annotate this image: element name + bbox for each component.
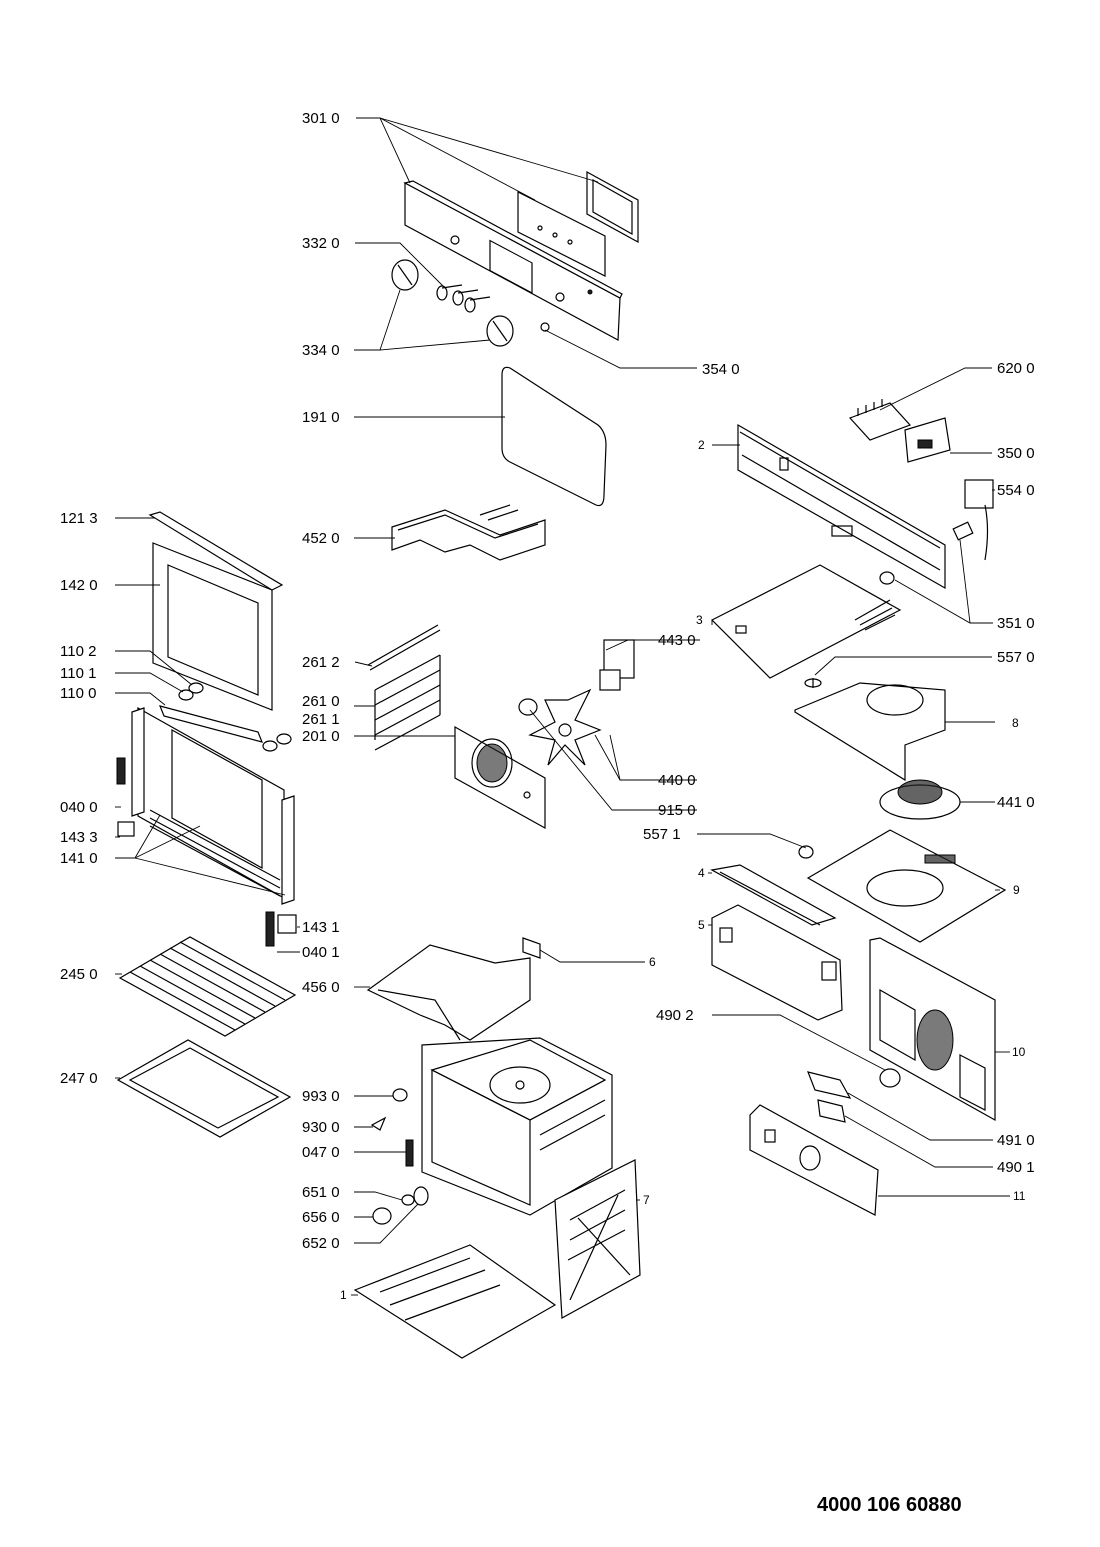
document-number: 4000 106 60880 <box>817 1494 962 1516</box>
part-label-11: 11 <box>1013 1189 1026 1203</box>
part-label-4400: 440 0 <box>658 772 696 789</box>
control-bracket-drawing <box>737 423 946 590</box>
fan-motor-drawing <box>518 639 635 766</box>
switch-drawing <box>964 479 994 561</box>
part-label-5570: 557 0 <box>997 649 1035 666</box>
knob-shafts-drawing <box>436 284 491 313</box>
lower-bracket-drawing <box>749 1104 879 1216</box>
part-label-3500: 350 0 <box>997 445 1035 462</box>
top-cover-drawing <box>710 564 902 679</box>
part-label-3: 3 <box>696 613 703 627</box>
back-panel-drawing <box>869 937 996 1122</box>
part-label-6: 6 <box>649 955 656 969</box>
part-label-5540: 554 0 <box>997 482 1035 499</box>
rear-panel-drawing <box>454 725 546 830</box>
part-label-4: 4 <box>698 866 705 880</box>
clock-module-drawing <box>904 417 951 463</box>
part-label-1420: 142 0 <box>60 577 98 594</box>
part-label-6200: 620 0 <box>997 360 1035 377</box>
duct-drawing <box>711 904 843 1021</box>
part-label-2612: 261 2 <box>302 654 340 671</box>
part-label-0400: 040 0 <box>60 799 98 816</box>
display-overlay-drawing <box>517 191 606 277</box>
part-label-3340: 334 0 <box>302 342 340 359</box>
part-label-5571: 557 1 <box>643 826 681 843</box>
part-labels: 301 0 332 0 334 0 354 0 191 0 620 0 2 35… <box>60 110 1035 1302</box>
part-label-4902: 490 2 <box>656 1007 694 1024</box>
oven-shelf-drawing <box>118 936 297 1037</box>
part-label-2470: 247 0 <box>60 1070 98 1087</box>
part-label-9930: 993 0 <box>302 1088 340 1105</box>
bottom-panel-drawing <box>353 1244 557 1359</box>
part-label-2450: 245 0 <box>60 966 98 983</box>
oven-cavity-drawing <box>421 1037 613 1216</box>
part-label-0401: 040 1 <box>302 944 340 961</box>
part-label-1433: 143 3 <box>60 829 98 846</box>
side-panel-drawing <box>554 1159 641 1319</box>
door-inner-drawing <box>131 705 295 905</box>
hinges-drawing <box>116 757 297 947</box>
small-electrical-parts-drawing <box>807 1068 901 1123</box>
part-label-1213: 121 3 <box>60 510 98 527</box>
part-label-4430: 443 0 <box>658 632 696 649</box>
part-label-9150: 915 0 <box>658 802 696 819</box>
part-label-4560: 456 0 <box>302 979 340 996</box>
part-label-1410: 141 0 <box>60 850 98 867</box>
part-label-2010: 201 0 <box>302 728 340 745</box>
fan-duct-drawing <box>794 678 946 782</box>
part-label-1100: 110 0 <box>60 685 96 702</box>
baking-tray-drawing <box>116 1039 292 1138</box>
outer-door-glass-drawing <box>152 542 273 711</box>
part-label-10: 10 <box>1012 1045 1026 1059</box>
part-label-0470: 047 0 <box>302 1144 340 1161</box>
part-label-3010: 301 0 <box>302 110 340 127</box>
part-label-2: 2 <box>698 438 705 452</box>
lamp-parts-drawing <box>370 1088 429 1225</box>
part-label-9300: 930 0 <box>302 1119 340 1136</box>
bottom-heater-drawing <box>366 937 541 1041</box>
part-label-6520: 652 0 <box>302 1235 340 1252</box>
leader-lines <box>115 117 1010 1296</box>
shelf-racks-drawing <box>367 624 441 751</box>
part-label-6510: 651 0 <box>302 1184 340 1201</box>
display-frame-drawing <box>586 170 639 244</box>
part-label-4910: 491 0 <box>997 1132 1035 1149</box>
door-seal-drawing <box>501 366 607 507</box>
part-label-4901: 490 1 <box>997 1159 1035 1176</box>
part-label-4520: 452 0 <box>302 530 340 547</box>
part-label-2610: 261 0 <box>302 693 340 710</box>
door-spacers-drawing <box>178 682 292 752</box>
part-label-1102: 110 2 <box>60 643 96 660</box>
part-label-3540: 354 0 <box>702 361 740 378</box>
knobs-drawing <box>391 259 550 347</box>
part-label-4410: 441 0 <box>997 794 1035 811</box>
part-label-1: 1 <box>340 1288 347 1302</box>
part-label-3320: 332 0 <box>302 235 340 252</box>
door-top-profile-drawing <box>148 511 284 591</box>
part-label-2611: 261 1 <box>302 711 340 728</box>
part-label-3510: 351 0 <box>997 615 1035 632</box>
part-label-1101: 110 1 <box>60 665 96 682</box>
top-heater-drawing <box>391 504 546 561</box>
upper-plate-drawing <box>798 829 1007 943</box>
control-panel-drawing <box>403 180 623 341</box>
part-label-5: 5 <box>698 918 705 932</box>
part-label-1910: 191 0 <box>302 409 340 426</box>
terminal-block-drawing <box>848 399 912 441</box>
channel-drawing <box>710 864 837 926</box>
part-label-8: 8 <box>1012 716 1019 730</box>
cooling-fan-drawing <box>879 779 961 820</box>
part-label-6560: 656 0 <box>302 1209 340 1226</box>
part-label-1431: 143 1 <box>302 919 340 936</box>
thermostat-pieces-drawing <box>879 521 974 585</box>
part-label-7: 7 <box>643 1193 650 1207</box>
part-label-9: 9 <box>1013 883 1020 897</box>
